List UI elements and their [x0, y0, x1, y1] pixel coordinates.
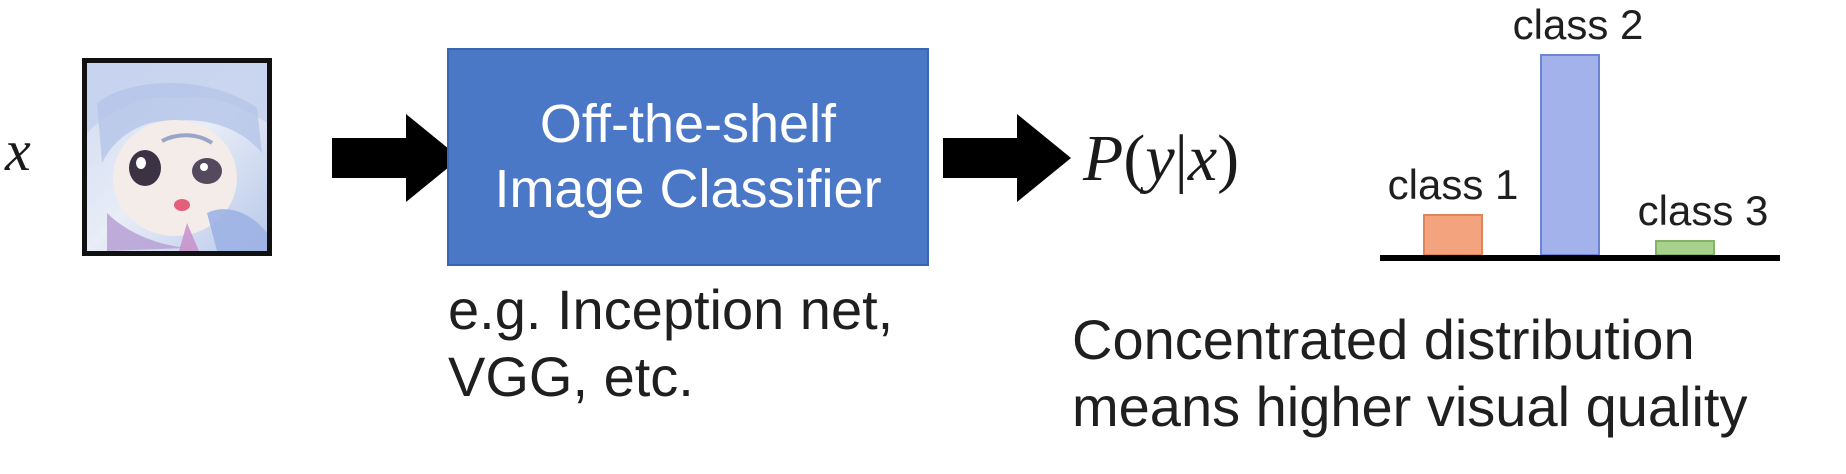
- classifier-caption-line1: e.g. Inception net,: [448, 278, 894, 341]
- classifier-caption: e.g. Inception net, VGG, etc.: [448, 276, 893, 410]
- bar-label-class-1: class 1: [1388, 161, 1519, 208]
- bar-class-3: [1655, 240, 1715, 256]
- formula-y: y: [1145, 122, 1175, 195]
- formula-x: x: [1187, 122, 1218, 195]
- input-image: [82, 58, 272, 256]
- distribution-caption: Concentrated distribution means higher v…: [1072, 306, 1747, 440]
- distribution-caption-line1: Concentrated distribution: [1072, 308, 1695, 371]
- image-classifier-box: Off-the-shelf Image Classifier: [447, 48, 929, 266]
- formula-open-paren: (: [1123, 122, 1146, 195]
- anime-face-illustration: [87, 63, 267, 251]
- class-distribution-chart: class 1 class 2 class 3: [1380, 1, 1780, 261]
- arrow-right-icon: [943, 114, 1071, 202]
- output-probability-formula: P(y|x): [1083, 126, 1239, 192]
- bar-label-class-2: class 2: [1513, 1, 1644, 48]
- formula-p: P: [1083, 122, 1124, 195]
- classifier-label-line2: Image Classifier: [494, 159, 882, 219]
- formula-bar: |: [1174, 122, 1188, 195]
- bar-label-class-3: class 3: [1638, 187, 1769, 234]
- bar-class-2: [1540, 54, 1600, 256]
- arrow-right-icon: [332, 114, 460, 202]
- formula-close-paren: ): [1217, 122, 1240, 195]
- classifier-caption-line2: VGG, etc.: [448, 345, 694, 409]
- distribution-caption-line2: means higher visual quality: [1072, 375, 1748, 439]
- bar-class-1: [1423, 214, 1483, 256]
- classifier-label-line1: Off-the-shelf: [539, 94, 837, 155]
- input-variable: x: [5, 118, 31, 183]
